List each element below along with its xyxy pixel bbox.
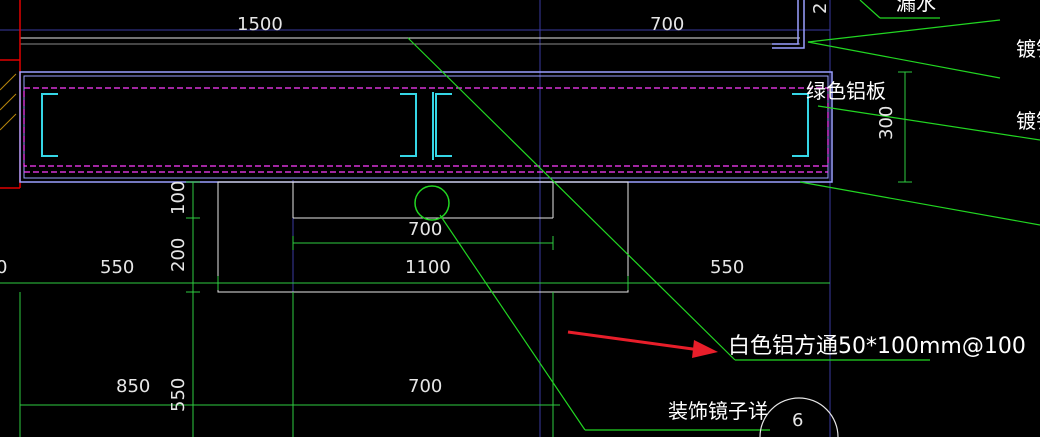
dimension-lines <box>0 71 912 437</box>
dim-lower-left: 850 <box>116 376 150 397</box>
left-wall-hatch <box>0 73 17 131</box>
label-galv-1: 镀锌 <box>1016 37 1040 61</box>
dim-top-right: 700 <box>650 14 684 35</box>
detail-number: 6 <box>792 410 803 431</box>
dim-bottom-center: 1100 <box>405 257 451 278</box>
label-galv-2: 镀锌 <box>1016 109 1040 133</box>
left-wall-marker <box>0 0 21 189</box>
label-white-tube: 白色铝方通50*100mm@100 <box>728 334 1026 359</box>
detail-circle <box>414 185 450 221</box>
dim-lower-vertical: 550 <box>168 378 189 412</box>
dim-bottom-left: 550 <box>100 257 134 278</box>
dim-far-left: 0 <box>0 257 7 278</box>
label-mirror-detail: 装饰镜子详 <box>668 399 768 423</box>
aluminium-profiles <box>41 92 809 160</box>
top-right-bracket <box>772 0 805 49</box>
dim-inner-width: 700 <box>408 219 442 240</box>
dim-right-vertical: 300 <box>876 106 897 140</box>
red-arrow-icon <box>567 330 718 358</box>
dim-side-upper: 100 <box>168 181 189 215</box>
leader-lines <box>407 0 1040 431</box>
label-green-panel: 绿色铝板 <box>806 79 886 103</box>
dim-lower-center: 700 <box>408 376 442 397</box>
dim-top-right-partial: 2 <box>810 3 831 14</box>
label-top-right-partial: 漏水 <box>896 0 936 15</box>
dim-top-left: 1500 <box>237 14 283 35</box>
detail-bubble <box>759 397 839 437</box>
dashed-cover <box>23 87 829 173</box>
dim-side-lower: 200 <box>168 238 189 272</box>
ceiling-frame-inner <box>23 75 829 179</box>
dim-bottom-right: 550 <box>710 257 744 278</box>
